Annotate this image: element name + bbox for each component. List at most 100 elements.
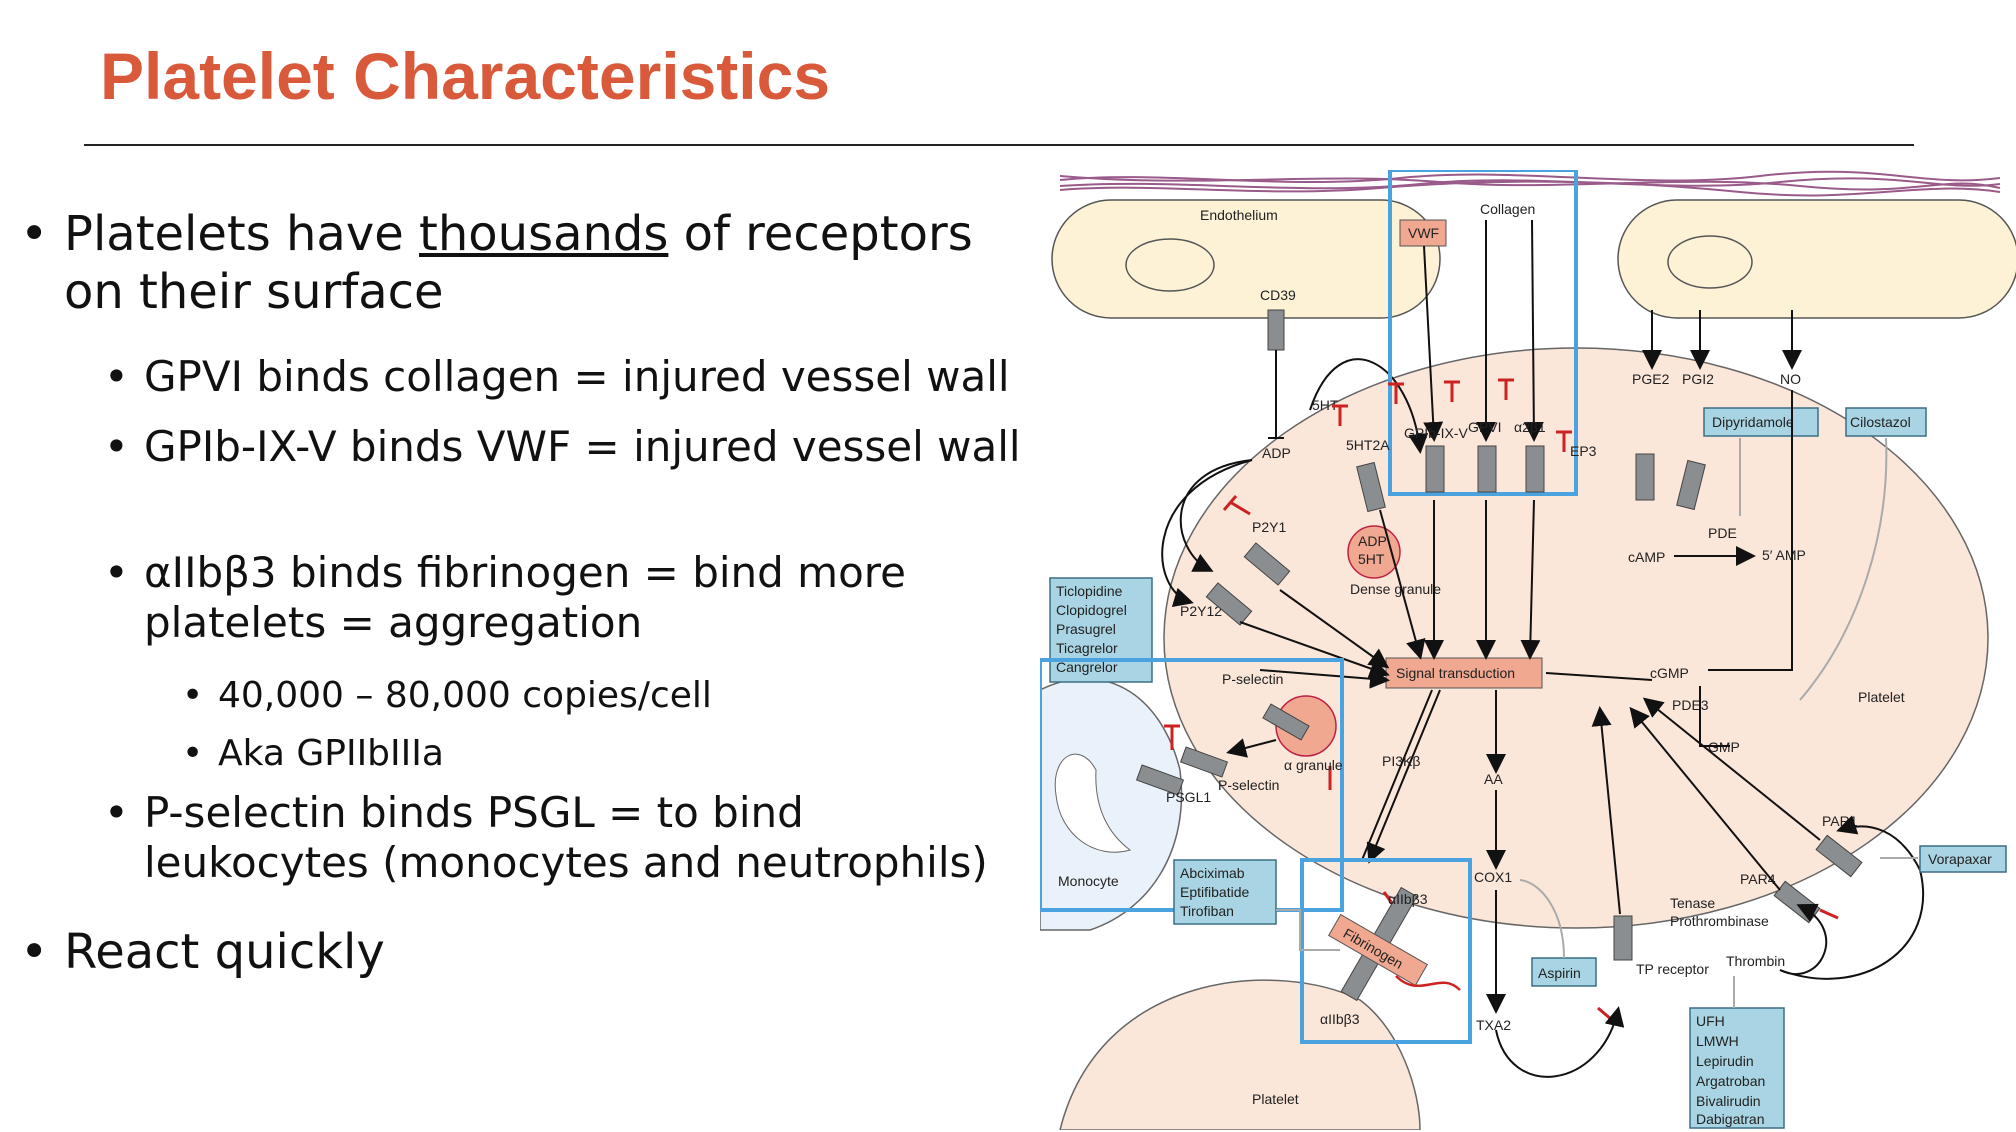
- aiib3-top-label: αIIbβ3: [1388, 891, 1428, 907]
- gpib-label: GPIb-IX-V: [1404, 425, 1468, 441]
- receptor-highlight-box: [1388, 170, 1578, 496]
- thrombin-label: Thrombin: [1726, 953, 1785, 969]
- slide-title: Platelet Characteristics: [100, 39, 831, 113]
- tenase-label: Tenase: [1670, 895, 1715, 911]
- pselectin-side-label: P-selectin: [1218, 777, 1279, 793]
- gpvi-label: GPVI: [1468, 419, 1501, 435]
- pselectin-granule-receptor: [1262, 703, 1310, 741]
- pde3-label: PDE3: [1672, 697, 1709, 713]
- platelet-lower-cell: [1059, 979, 1421, 1130]
- pde-label: PDE: [1708, 525, 1737, 541]
- pselectin-membrane-receptor: [1179, 746, 1229, 778]
- svg-text:Dabigatran: Dabigatran: [1696, 1111, 1765, 1127]
- collagen-fibers: [1059, 170, 2001, 197]
- psgl1-receptor: [1135, 764, 1185, 796]
- svg-text:Aspirin: Aspirin: [1538, 965, 1581, 981]
- svg-text:Eptifibatide: Eptifibatide: [1180, 884, 1249, 900]
- prothrombinase-label: Prothrombinase: [1670, 913, 1769, 929]
- bullet-dot: •: [104, 548, 129, 597]
- gpvi-receptor: [1477, 445, 1497, 493]
- bullet-text: React quickly: [64, 924, 385, 980]
- endothelium-cell-left: Endothelium: [1051, 199, 1441, 319]
- txa2-label: TXA2: [1476, 1017, 1511, 1033]
- svg-text:Argatroban: Argatroban: [1696, 1073, 1765, 1089]
- aspirin-box: Aspirin: [1531, 957, 1597, 987]
- par4-receptor: [1773, 880, 1821, 924]
- p2y12-receptor: [1205, 582, 1253, 626]
- svg-text:Ticlopidine: Ticlopidine: [1056, 583, 1123, 599]
- ep3-label: EP3: [1570, 443, 1597, 459]
- endothelium-label: Endothelium: [1200, 207, 1278, 223]
- monocyte-label: Monocyte: [1058, 873, 1119, 889]
- signal-transduction-box: [1385, 657, 1543, 689]
- no-label: NO: [1780, 371, 1801, 387]
- collagen-label: Collagen: [1480, 201, 1535, 217]
- gpib-receptor: [1425, 445, 1445, 493]
- vwf-label: VWF: [1408, 225, 1439, 241]
- dense-granule-label: Dense granule: [1350, 581, 1441, 597]
- bullet-dot: •: [104, 422, 129, 471]
- bullet-text: αIIbβ3 binds fibrinogen = bind more plat…: [144, 548, 906, 648]
- bullet-text: 40,000 – 80,000 copies/cell: [218, 675, 712, 716]
- aiib3-bottom-label: αIIbβ3: [1320, 1011, 1360, 1027]
- svg-text:Bivalirudin: Bivalirudin: [1696, 1093, 1761, 1109]
- bullet-dot: •: [20, 924, 49, 980]
- svg-text:Abciximab: Abciximab: [1180, 865, 1245, 881]
- fibrinogen-box: [1328, 913, 1428, 987]
- p2y1-receptor: [1243, 542, 1291, 586]
- bullet-text: GPIb-IX-V binds VWF = injured vessel wal…: [144, 422, 1021, 471]
- pi3kb-label: PI3Kβ: [1382, 753, 1420, 769]
- svg-text:Cangrelor: Cangrelor: [1056, 659, 1118, 675]
- bullet-text: Aka GPIIbIIIa: [218, 733, 444, 774]
- granule-5ht-label: 5HT: [1358, 551, 1385, 567]
- 5ht2a-receptor: [1356, 461, 1386, 513]
- alpha-granule-label: α granule: [1284, 757, 1343, 773]
- a2b1-label: α2β1: [1514, 419, 1546, 435]
- 5ht-label: 5HT: [1312, 397, 1339, 413]
- pgi2-label: PGI2: [1682, 371, 1714, 387]
- bullet-dot: •: [104, 788, 129, 837]
- endothelium-cell-right: [1617, 199, 2016, 319]
- monocyte-cell: Monocyte: [1040, 677, 1183, 931]
- inhibition-marks: [1164, 378, 1839, 1022]
- ep3-receptor: [1635, 453, 1655, 501]
- bullet-text-pre: Platelets have: [64, 206, 420, 262]
- bullet-text: P-selectin binds PSGL = to bind leukocyt…: [144, 788, 988, 888]
- adp-label: ADP: [1262, 445, 1291, 461]
- bullet-text: GPVI binds collagen = injured vessel wal…: [144, 352, 1010, 401]
- cd39-label: CD39: [1260, 287, 1296, 303]
- p2y12-blockers-box: Ticlopidine Clopidogrel Prasugrel Ticagr…: [1049, 577, 1153, 683]
- aa-label: AA: [1484, 771, 1503, 787]
- svg-text:Dipyridamole: Dipyridamole: [1712, 414, 1794, 430]
- platelet-diagram: Endothelium Platelet Platelet Monocyte C…: [1040, 170, 2016, 1130]
- vorapaxar-box: Vorapaxar: [1919, 845, 2007, 873]
- bullet-dot: •: [104, 352, 129, 401]
- bullet-text-emphasis: thousands: [419, 206, 669, 262]
- gp-blockers-box: Abciximab Eptifibatide Tirofiban: [1173, 859, 1277, 925]
- signal-label: Signal transduction: [1396, 665, 1515, 681]
- svg-text:Ticagrelor: Ticagrelor: [1056, 640, 1118, 656]
- cd39-receptor: [1267, 309, 1285, 351]
- svg-text:Tirofiban: Tirofiban: [1180, 903, 1234, 919]
- cilostazol-box: Cilostazol: [1845, 407, 1927, 437]
- amp-label: 5′ AMP: [1762, 547, 1806, 563]
- a2b1-receptor: [1525, 445, 1545, 493]
- platelet-label: Platelet: [1858, 689, 1905, 705]
- dipyridamole-box: Dipyridamole: [1703, 407, 1819, 437]
- tp-receptor-label: TP receptor: [1636, 961, 1709, 977]
- par1-receptor: [1815, 834, 1863, 878]
- p2y12-label: P2Y12: [1180, 603, 1222, 619]
- svg-text:LMWH: LMWH: [1696, 1033, 1739, 1049]
- bullet-dot: •: [182, 733, 204, 774]
- granule-adp-label: ADP: [1358, 533, 1387, 549]
- 5ht2a-label: 5HT2A: [1346, 437, 1390, 453]
- ip-receptor: [1676, 459, 1706, 511]
- svg-text:Vorapaxar: Vorapaxar: [1928, 851, 1992, 867]
- psgl1-label: PSGL1: [1166, 789, 1211, 805]
- svg-text:Prasugrel: Prasugrel: [1056, 621, 1116, 637]
- svg-text:Lepirudin: Lepirudin: [1696, 1053, 1754, 1069]
- camp-label: cAMP: [1628, 549, 1665, 565]
- title-divider: [84, 144, 1914, 146]
- bullet-dot: •: [182, 675, 204, 716]
- anticoagulants-box: UFH LMWH Lepirudin Argatroban Bivalirudi…: [1689, 1007, 1785, 1129]
